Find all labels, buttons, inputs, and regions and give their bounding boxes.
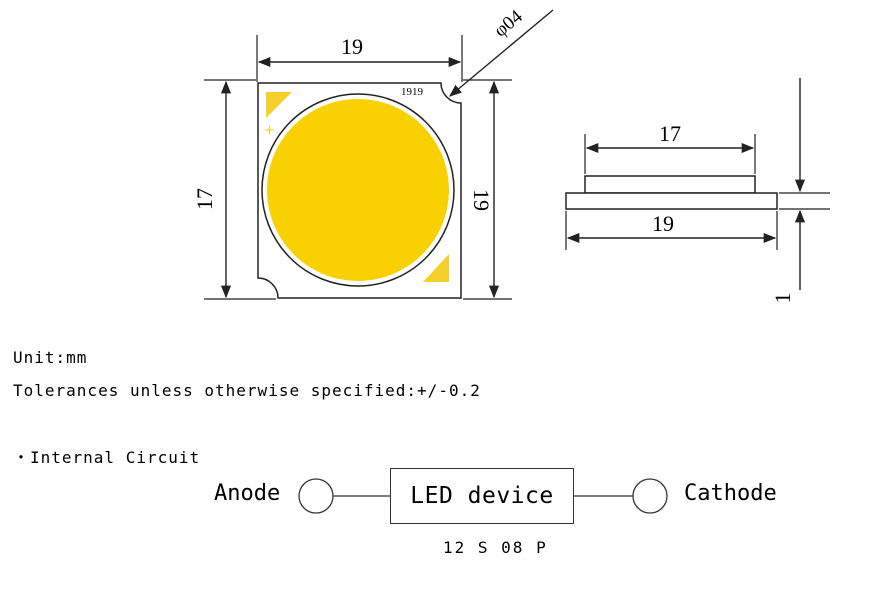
side-top-width-label: 17 — [659, 121, 681, 146]
phosphor-fill — [267, 99, 449, 281]
unit-note: Unit:mm — [13, 348, 88, 367]
dim-left-height-label: 17 — [192, 188, 217, 210]
cathode-label: Cathode — [684, 481, 777, 506]
tolerance-note: Tolerances unless otherwise specified:+/… — [13, 381, 481, 400]
side-view-substrate — [565, 192, 778, 210]
anode-label: Anode — [214, 481, 281, 506]
side-thickness-label: 1 — [770, 293, 795, 304]
led-device-box: LED device — [390, 468, 574, 524]
internal-circuit-title: ・Internal Circuit — [13, 448, 201, 467]
circuit-model-code: 12 S 08 P — [443, 538, 548, 557]
dim-right-height-label: 19 — [469, 189, 494, 211]
led-device-label: LED device — [410, 483, 554, 509]
dim-top-width-label: 19 — [341, 34, 363, 59]
plus-mark: + — [264, 123, 275, 138]
cathode-terminal — [632, 478, 668, 514]
hole-leader-arrow — [449, 9, 554, 97]
side-view-lens — [584, 175, 756, 194]
anode-terminal — [298, 478, 334, 514]
cathode-mark-triangle — [423, 254, 449, 282]
cob-side-view — [565, 175, 778, 210]
side-bottom-width-label: 19 — [652, 211, 674, 236]
extension-lines — [204, 35, 512, 300]
anode-mark-triangle — [266, 92, 292, 118]
chip-code-label: 1919 — [401, 86, 424, 98]
